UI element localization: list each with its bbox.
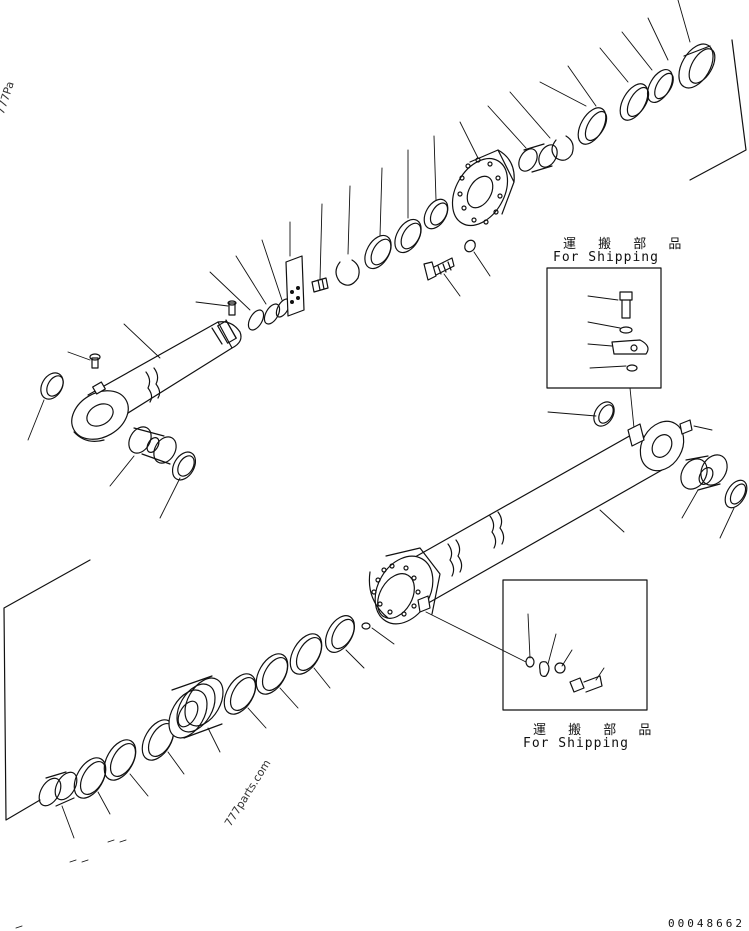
piston <box>168 675 224 739</box>
head-bushing <box>518 143 558 173</box>
grease-nipple <box>89 353 101 369</box>
leader-lines-upper <box>27 0 691 519</box>
head-bolt <box>423 257 455 281</box>
dust-seal-left <box>40 372 64 400</box>
stray-marks <box>15 839 127 929</box>
shipping-parts-box-top <box>546 267 662 429</box>
seal-ring-5 <box>619 83 650 121</box>
bottom-dust-seal <box>593 401 615 427</box>
bottom-seal <box>724 479 748 509</box>
rod-seal-2 <box>394 218 422 254</box>
cylinder-tube <box>368 420 685 625</box>
piston-rod <box>71 319 242 442</box>
leader-lines-lower <box>61 411 735 839</box>
seal-ring-rod-end <box>171 451 197 481</box>
bottom-grease-fitting <box>679 419 693 435</box>
rod-assembly <box>40 39 747 481</box>
rod-seal-3 <box>423 198 449 230</box>
dust-wiper <box>678 43 716 89</box>
shipping-parts-box-bottom <box>502 579 648 711</box>
lock-plate <box>285 255 305 317</box>
grease-fitting <box>227 300 237 316</box>
snap-ring-2 <box>551 135 574 161</box>
set-screw <box>311 277 329 293</box>
callout-bracket-upper <box>689 39 747 181</box>
ring-1 <box>247 309 265 331</box>
washer <box>464 239 476 253</box>
shipping-label-jp-top: 運 搬 部 品 <box>563 237 691 252</box>
cylinder-head <box>451 149 515 227</box>
bottom-bushing <box>680 454 728 491</box>
piston-seals <box>73 615 356 799</box>
drawing-code: 00048662 <box>668 917 745 930</box>
callout-bracket-lower <box>3 559 91 821</box>
bushing-rod-end <box>128 426 177 465</box>
seal-ring-4 <box>577 107 608 145</box>
seal-ring-6 <box>646 69 674 103</box>
piston-nut <box>38 771 78 807</box>
shipping-label-en-bottom: For Shipping <box>523 736 629 751</box>
ring-2 <box>263 303 281 325</box>
snap-ring <box>335 259 360 286</box>
shipping-label-jp-bottom: 運 搬 部 品 <box>533 723 661 738</box>
rod-seal-1 <box>364 234 392 270</box>
small-ball <box>361 622 371 630</box>
shipping-label-en-top: For Shipping <box>553 250 659 265</box>
